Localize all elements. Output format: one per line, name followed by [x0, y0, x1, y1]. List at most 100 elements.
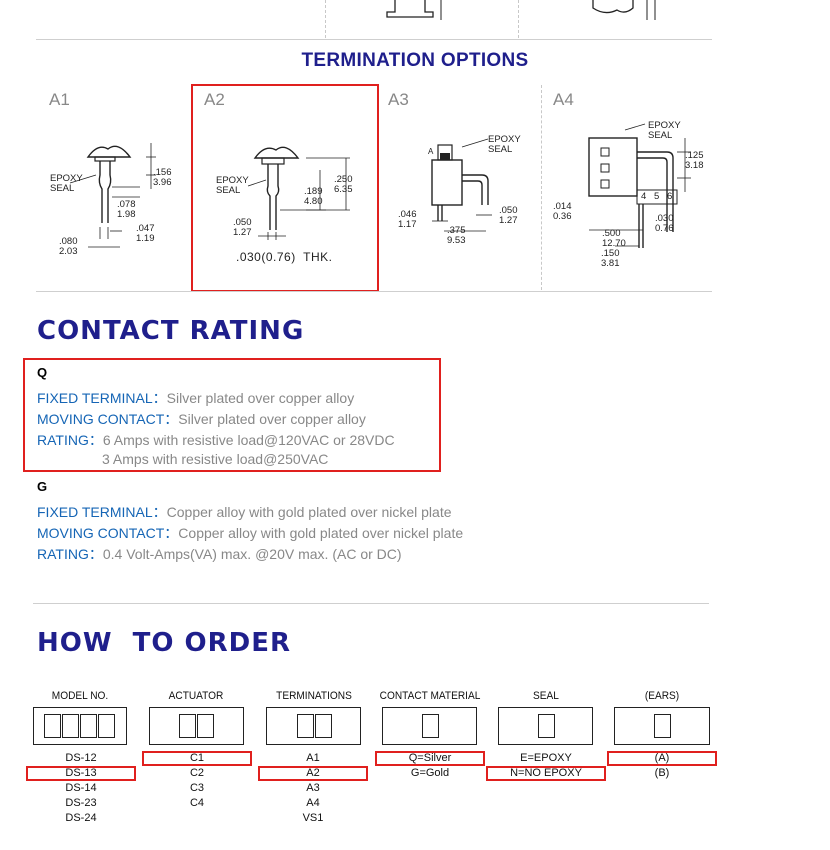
q-rating-value-1: 6 Amps with resistive load@120VAC or 28V… [102, 432, 395, 448]
terminations-cell-1 [297, 714, 314, 738]
header-terminations: TERMINATIONS [276, 690, 352, 702]
option-model-ds-23: DS-23 [65, 797, 97, 809]
g-moving-contact-key: MOVING CONTACT： [37, 525, 179, 541]
q-rating-key: RATING： [37, 432, 103, 448]
a4-dim-150: .150 3.81 [601, 248, 620, 269]
termination-options-title: TERMINATION OPTIONS [301, 50, 529, 71]
a3-dim-050: .050 1.27 [499, 205, 518, 226]
model-no-cell-1 [44, 714, 61, 738]
contact-material-options: Q=Silver G=Gold [375, 751, 485, 781]
option-actuator-c1: C1 [142, 751, 252, 766]
a3-epoxy-seal-label: EPOXY SEAL [488, 134, 521, 155]
q-fixed-terminal: FIXED TERMINAL：Silver plated over copper… [37, 388, 354, 408]
q-grade-label: Q [37, 365, 48, 380]
option-actuator-c3: C3 [189, 782, 205, 794]
model-no-options: DS-12 DS-13 DS-14 DS-23 DS-24 [26, 751, 136, 826]
a4-dim-500: .500 12.70 [602, 228, 626, 249]
divider-contact-rating [33, 603, 709, 604]
option-model-ds-13: DS-13 [26, 766, 136, 781]
a3-termination-drawing [431, 138, 492, 232]
how-to-order-title: HOW TO ORDER [37, 628, 292, 658]
a1-epoxy-seal-label: EPOXY SEAL [50, 173, 83, 194]
terminations-box [266, 707, 361, 745]
a1-dim-156: .156 3.96 [153, 167, 172, 188]
option-ears-b: (B) [654, 767, 670, 779]
option-termination-a2: A2 [258, 766, 368, 781]
actuator-cell-1 [179, 714, 196, 738]
a4-dim-014: .014 0.36 [553, 201, 572, 222]
selected-actuator-c1: C1 [142, 751, 252, 766]
a3-dim-label-a: A [428, 147, 434, 156]
a1-termination-drawing [69, 143, 156, 248]
option-termination-a4: A4 [306, 797, 320, 809]
a4-termination-drawing [588, 123, 691, 248]
header-model-no: MODEL NO. [51, 690, 109, 702]
seal-options: E=EPOXY N=NO EPOXY [486, 751, 606, 781]
option-label-a3: A3 [388, 90, 409, 109]
option-label-a4: A4 [553, 90, 574, 109]
g-rating-key: RATING： [37, 546, 103, 562]
g-fixed-terminal: FIXED TERMINAL：Copper alloy with gold pl… [37, 502, 452, 522]
selected-seal-no-epoxy: N=NO EPOXY [486, 766, 606, 781]
option-actuator-c2: C2 [189, 767, 205, 779]
a4-dim-030: .030 0.76 [655, 213, 674, 234]
q-moving-contact-key: MOVING CONTACT： [37, 411, 179, 427]
a4-pin-5: 5 [654, 191, 660, 202]
a2-dim-189: .189 4.80 [304, 186, 323, 207]
ears-box [614, 707, 710, 745]
terminations-options: A1 A2 A3 A4 VS1 [258, 751, 368, 826]
q-rating-value-2: 3 Amps with resistive load@250VAC [102, 451, 329, 467]
actuator-box [149, 707, 244, 745]
seal-cell [538, 714, 555, 738]
g-fixed-terminal-key: FIXED TERMINAL： [37, 504, 167, 520]
divider-termination [36, 291, 712, 292]
seal-box [498, 707, 593, 745]
a4-dim-125: .125 3.18 [685, 150, 704, 171]
a1-dim-080: .080 2.03 [59, 236, 78, 257]
ears-cell [654, 714, 671, 738]
a1-dim-047: .047 1.19 [136, 223, 155, 244]
g-moving-contact-value: Copper alloy with gold plated over nicke… [178, 525, 464, 541]
g-moving-contact: MOVING CONTACT：Copper alloy with gold pl… [37, 523, 463, 543]
a4-pin-6: 6 [667, 191, 673, 202]
option-actuator-c4: C4 [189, 797, 205, 809]
option-termination-a3: A3 [306, 782, 320, 794]
header-actuator: ACTUATOR [168, 690, 224, 702]
top-drawing-fragment-left [386, 0, 442, 20]
option-seal-no-epoxy: N=NO EPOXY [486, 766, 606, 781]
selected-material-silver: Q=Silver [375, 751, 485, 766]
selected-ears-a: (A) [607, 751, 717, 766]
option-label-a1: A1 [49, 90, 70, 109]
selected-termination-a2: A2 [258, 766, 368, 781]
option-material-gold: G=Gold [410, 767, 450, 779]
a2-epoxy-seal-label: EPOXY SEAL [216, 175, 249, 196]
model-no-box [33, 707, 127, 745]
a2-termination-drawing [247, 146, 350, 240]
option-model-ds-14: DS-14 [65, 782, 97, 794]
a3-dim-375: .375 9.53 [447, 225, 466, 246]
top-drawing-fragment-right [592, 0, 656, 20]
q-fixed-terminal-value: Silver plated over copper alloy [166, 390, 355, 406]
option-termination-vs1: VS1 [302, 812, 324, 824]
q-grade-highlight [23, 358, 441, 472]
top-divider-1 [325, 0, 327, 38]
q-moving-contact: MOVING CONTACT：Silver plated over copper… [37, 409, 366, 429]
contact-rating-title: CONTACT RATING [37, 316, 305, 346]
contact-material-cell [422, 714, 439, 738]
option-material-silver: Q=Silver [375, 751, 485, 766]
q-fixed-terminal-key: FIXED TERMINAL： [37, 390, 167, 406]
option-model-ds-24: DS-24 [65, 812, 97, 824]
g-rating-value: 0.4 Volt-Amps(VA) max. @20V max. (AC or … [102, 546, 402, 562]
g-rating: RATING：0.4 Volt-Amps(VA) max. @20V max. … [37, 544, 402, 564]
a3-dim-046: .046 1.17 [398, 209, 417, 230]
model-no-cell-3 [80, 714, 97, 738]
terminations-cell-2 [315, 714, 332, 738]
a4-epoxy-seal-label: EPOXY SEAL [648, 120, 681, 141]
option-label-a2: A2 [204, 90, 225, 109]
header-contact-material: CONTACT MATERIAL [379, 690, 481, 702]
model-no-cell-2 [62, 714, 79, 738]
contact-material-box [382, 707, 477, 745]
model-no-cell-4 [98, 714, 115, 738]
a4-pin-4: 4 [641, 191, 647, 202]
divider-top [36, 39, 712, 40]
